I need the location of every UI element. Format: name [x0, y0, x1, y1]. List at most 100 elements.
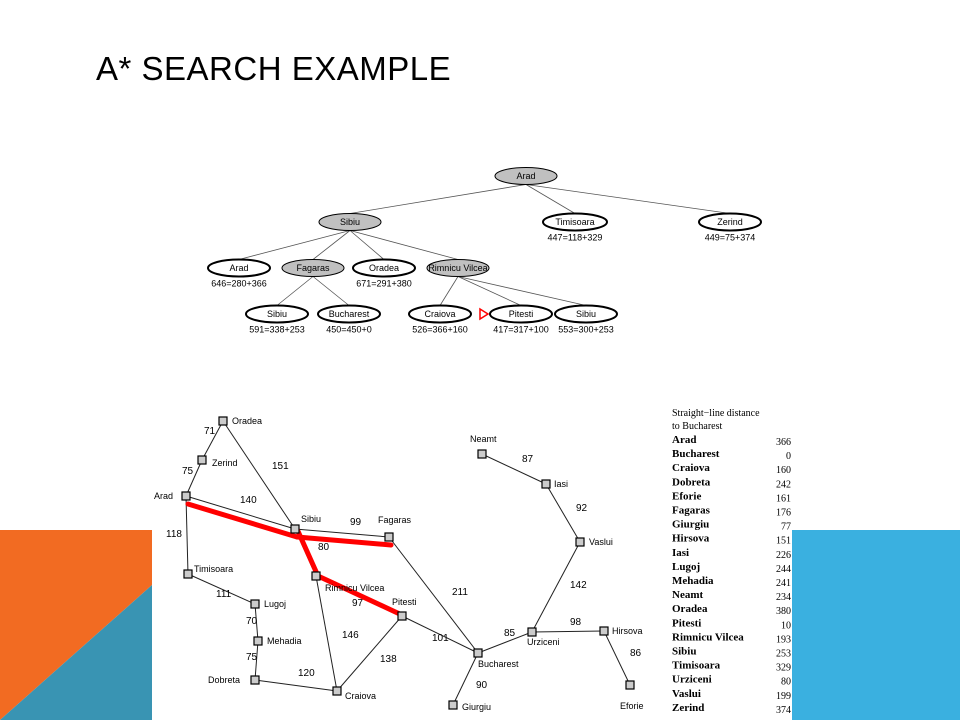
tree-edge [312, 276, 350, 306]
road-dobreta-craiova [254, 679, 338, 692]
road-distance-label: 90 [476, 680, 488, 691]
heuristic-row-city: Timisoara [672, 660, 721, 672]
tree-node-ellipse [318, 213, 382, 231]
tree-node-sibiu: Sibiu [318, 213, 382, 231]
road-distance-label: 101 [432, 633, 449, 644]
road-distance-label: 111 [216, 589, 232, 600]
road-pitesti-bucharest [401, 615, 479, 654]
tree-node-label: Oradea [369, 263, 399, 273]
tree-node-score: 449=75+374 [705, 233, 756, 243]
city-label-mehadia: Mehadia [267, 636, 302, 646]
tree-node-score: 450=450+0 [326, 325, 372, 335]
city-marker-arad [181, 491, 191, 501]
road-vaslui-iasi [545, 483, 581, 543]
road-arad-sibiu [185, 495, 296, 530]
tree-node-score: 646=280+366 [211, 279, 267, 289]
heuristic-row-city: Giurgiu [672, 519, 709, 531]
tree-node-ellipse [554, 304, 618, 324]
heuristic-row-value: 10 [781, 620, 791, 631]
heuristic-row-value: 329 [776, 663, 791, 674]
road-distance-label: 140 [240, 495, 257, 506]
city-label-giurgiu: Giurgiu [462, 702, 491, 712]
heuristic-row-value: 253 [776, 649, 791, 660]
highlighted-path-segment [294, 534, 394, 548]
tree-node-label: Pitesti [509, 309, 534, 319]
city-marker-sibiu [290, 524, 300, 534]
heuristic-table-subheading: to Bucharest [672, 421, 722, 432]
tree-node-arad_root: Arad [494, 167, 558, 185]
heuristic-row-city: Neamt [672, 589, 703, 601]
tree-node-ellipse [317, 304, 381, 324]
tree-edge [349, 230, 385, 260]
tree-node-score: 553=300+253 [558, 325, 614, 335]
tree-node-score: 447=118+329 [548, 233, 603, 243]
tree-node-ellipse [408, 304, 472, 324]
road-bucharest-urziceni [477, 631, 533, 654]
road-distance-label: 70 [246, 616, 258, 627]
tree-node-ellipse [281, 259, 345, 277]
city-label-neamt: Neamt [470, 434, 497, 444]
road-distance-label: 92 [576, 503, 588, 514]
heuristic-row-value: 161 [776, 493, 791, 504]
heuristic-row-city: Vaslui [672, 688, 701, 700]
slide-title: A* SEARCH EXAMPLE [96, 50, 452, 87]
heuristic-row-value: 151 [776, 536, 791, 547]
heuristic-row-city: Zerind [672, 702, 704, 714]
tree-node-ellipse [489, 304, 553, 324]
heuristic-row-value: 77 [781, 522, 791, 533]
road-distance-label: 138 [380, 654, 397, 665]
heuristic-row-city: Iasi [672, 547, 689, 559]
city-label-hirsova: Hirsova [612, 626, 643, 636]
road-urziceni-hirsova [531, 630, 605, 633]
tree-node-score: 417=317+100 [493, 325, 549, 335]
road-distance-label: 151 [272, 461, 289, 472]
road-mehadia-dobreta [254, 640, 259, 681]
road-rimnicu-craiova [315, 575, 338, 692]
road-distance-label: 142 [570, 580, 587, 591]
tree-node-ellipse [207, 258, 271, 278]
heuristic-row-city: Dobreta [672, 476, 711, 488]
blue-corner-shape [792, 530, 960, 720]
tree-edge [276, 276, 314, 306]
heuristic-row-city: Bucharest [672, 448, 720, 460]
tree-edge [457, 276, 587, 306]
tree-node-ellipse [542, 212, 608, 232]
heuristic-row-value: 193 [776, 634, 791, 645]
road-arad-timisoara [185, 495, 189, 575]
road-craiova-pitesti [336, 615, 403, 692]
road-distance-label: 211 [452, 587, 468, 598]
heuristic-row-city: Urziceni [672, 674, 712, 686]
city-label-sibiu: Sibiu [301, 514, 321, 524]
city-marker-urziceni [527, 627, 537, 637]
city-marker-dobreta [250, 675, 260, 685]
heuristic-row-value: 242 [776, 479, 791, 490]
city-label-iasi: Iasi [554, 479, 568, 489]
highlighted-path-segment [294, 526, 321, 579]
road-sibiu-fagaras [294, 528, 390, 538]
heuristic-row-value: 0 [786, 451, 791, 462]
city-marker-giurgiu [448, 700, 458, 710]
heuristic-row-city: Sibiu [672, 646, 696, 658]
city-label-oradea: Oradea [232, 416, 262, 426]
tree-edge [439, 276, 459, 306]
tree-node-ellipse [245, 304, 309, 324]
city-label-timisoara: Timisoara [194, 564, 233, 574]
heuristic-row-value: 374 [776, 705, 791, 716]
tree-node-fagaras: Fagaras [281, 259, 345, 277]
next-expansion-marker-icon [479, 307, 490, 321]
city-marker-neamt [477, 449, 487, 459]
city-marker-vaslui [575, 537, 585, 547]
city-marker-zerind [197, 455, 207, 465]
heuristic-row-city: Arad [672, 434, 696, 446]
city-marker-mehadia [253, 636, 263, 646]
city-label-arad: Arad [154, 491, 173, 501]
city-marker-oradea [218, 416, 228, 426]
